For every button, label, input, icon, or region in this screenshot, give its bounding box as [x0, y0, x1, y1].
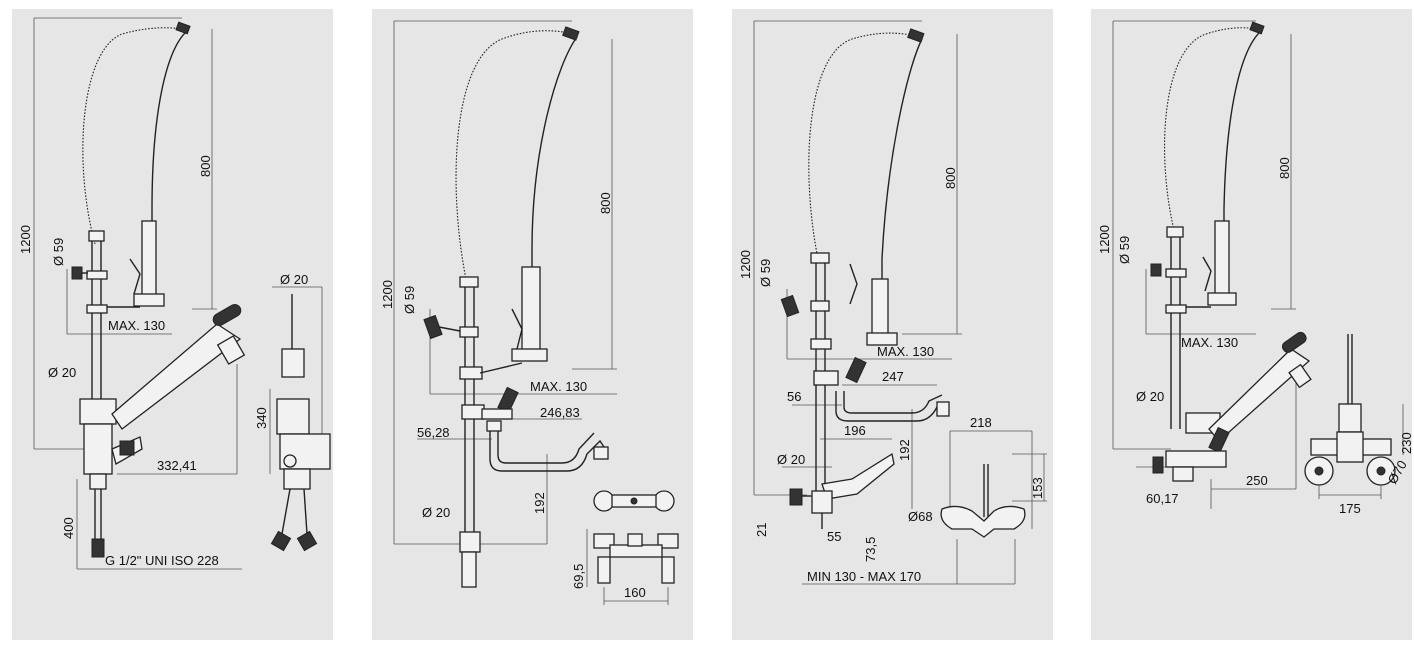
spout-label: 247 [882, 369, 904, 384]
spray-dia-label: Ø 59 [758, 259, 773, 287]
side-dia-label: Ø 20 [280, 272, 308, 287]
spout-label: 250 [1246, 473, 1268, 488]
height-label: 1200 [18, 225, 33, 254]
hose-label: 800 [598, 192, 613, 214]
drop-label: 192 [532, 492, 547, 514]
depth-label: 73,5 [863, 537, 878, 562]
spout-label: 332,41 [157, 458, 197, 473]
plate-dia-label: Ø68 [908, 509, 933, 524]
drawing-panel-3: 1200 800 Ø 59 MAX. 130 247 56 196 Ø 20 1… [732, 9, 1053, 640]
spray-dia-label: Ø 59 [402, 286, 417, 314]
hose-label: 800 [943, 167, 958, 189]
pipe-dia-label: Ø 20 [1136, 389, 1164, 404]
spray-dia-label: Ø 59 [1117, 236, 1132, 264]
reach-label: MAX. 130 [877, 344, 934, 359]
hose-label: 800 [1277, 157, 1292, 179]
side-height-label: 230 [1399, 432, 1412, 454]
inlet-label: 21 [754, 523, 769, 537]
drawing-2: 1200 800 Ø 59 MAX. 130 246,83 56,28 Ø 20… [380, 20, 679, 605]
drawing-3: 1200 800 Ø 59 MAX. 130 247 56 196 Ø 20 1… [738, 20, 1047, 585]
height-label: 1200 [738, 250, 753, 279]
drawing-panel-2: 1200 800 Ø 59 MAX. 130 246,83 56,28 Ø 20… [372, 9, 693, 640]
offset-label: 56,28 [417, 425, 450, 440]
plate-height-label: 153 [1030, 477, 1045, 499]
offset-label: 56 [787, 389, 801, 404]
drawing-1: 1200 800 Ø 59 MAX. 130 Ø 20 332,41 400 G… [18, 17, 331, 570]
spray-dia-label: Ø 59 [51, 238, 66, 266]
height-label: 1200 [380, 280, 395, 309]
base-height-label: 69,5 [571, 564, 586, 589]
pipe-dia-label: Ø 20 [422, 505, 450, 520]
pipe-dia-label: Ø 20 [777, 452, 805, 467]
pipe-dia-label: Ø 20 [48, 365, 76, 380]
reach-label: MAX. 130 [108, 318, 165, 333]
centers-label: MIN 130 - MAX 170 [807, 569, 921, 584]
inner-label: 196 [844, 423, 866, 438]
height-label: 1200 [1097, 225, 1112, 254]
centers-label: 175 [1339, 501, 1361, 516]
thread-label: G 1/2" UNI ISO 228 [105, 553, 219, 568]
inlet-length-label: 55 [827, 529, 841, 544]
drawing-panel-4: 1200 800 Ø 59 MAX. 130 Ø 20 60,17 250 17… [1091, 9, 1412, 640]
drawing-4: 1200 800 Ø 59 MAX. 130 Ø 20 60,17 250 17… [1097, 20, 1412, 516]
reach-label: MAX. 130 [1181, 335, 1238, 350]
drawing-panel-1: 1200 800 Ø 59 MAX. 130 Ø 20 332,41 400 G… [12, 9, 333, 640]
offset-label: 60,17 [1146, 491, 1179, 506]
hose-label: 800 [198, 155, 213, 177]
width-label: 218 [970, 415, 992, 430]
centers-label: 160 [624, 585, 646, 600]
side-height-label: 340 [254, 407, 269, 429]
tail-label: 400 [61, 517, 76, 539]
reach-label: MAX. 130 [530, 379, 587, 394]
drop-label: 192 [897, 439, 912, 461]
spout-label: 246,83 [540, 405, 580, 420]
